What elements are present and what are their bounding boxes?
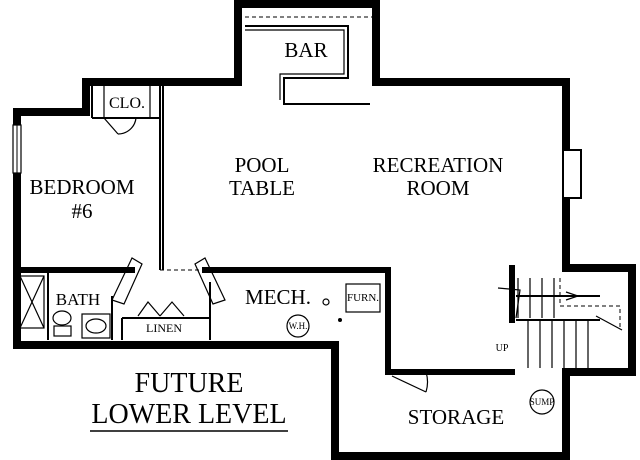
label-storage: STORAGE	[408, 405, 504, 429]
label-mech: MECH.	[245, 285, 311, 309]
plan-title: FUTURE LOWER LEVEL	[90, 368, 288, 432]
label-stair-up: UP	[496, 343, 509, 354]
bath-fixtures	[19, 275, 111, 339]
title-line-1: FUTURE	[135, 368, 244, 399]
label-closet: CLO.	[109, 95, 145, 112]
interior-walls	[14, 86, 515, 375]
exterior-walls	[13, 0, 636, 460]
mech-equipment	[286, 283, 381, 338]
label-recreation-1: RECREATION	[373, 153, 504, 177]
bedroom-window	[12, 124, 22, 174]
label-bath: BATH	[56, 290, 100, 309]
label-pool-1: POOL	[235, 153, 290, 177]
label-pool-2: TABLE	[229, 176, 295, 200]
hall-doors	[111, 257, 226, 317]
label-bar: BAR	[284, 38, 327, 62]
label-furnace: FURN.	[347, 292, 379, 304]
label-water-heater: W.H.	[289, 321, 308, 331]
room-labels: BAR CLO. POOL TABLE RECREATION ROOM BEDR…	[29, 38, 555, 429]
label-bedroom-1: BEDROOM	[29, 175, 134, 199]
bar-counter	[245, 16, 372, 105]
label-bedroom-2: #6	[72, 199, 93, 223]
label-sump: SUMP	[530, 397, 555, 407]
title-line-2: LOWER LEVEL	[91, 399, 286, 430]
storage-door	[391, 371, 429, 393]
label-recreation-2: ROOM	[406, 176, 469, 200]
right-window	[562, 149, 582, 199]
label-linen: LINEN	[146, 321, 182, 335]
stairs	[497, 278, 623, 368]
